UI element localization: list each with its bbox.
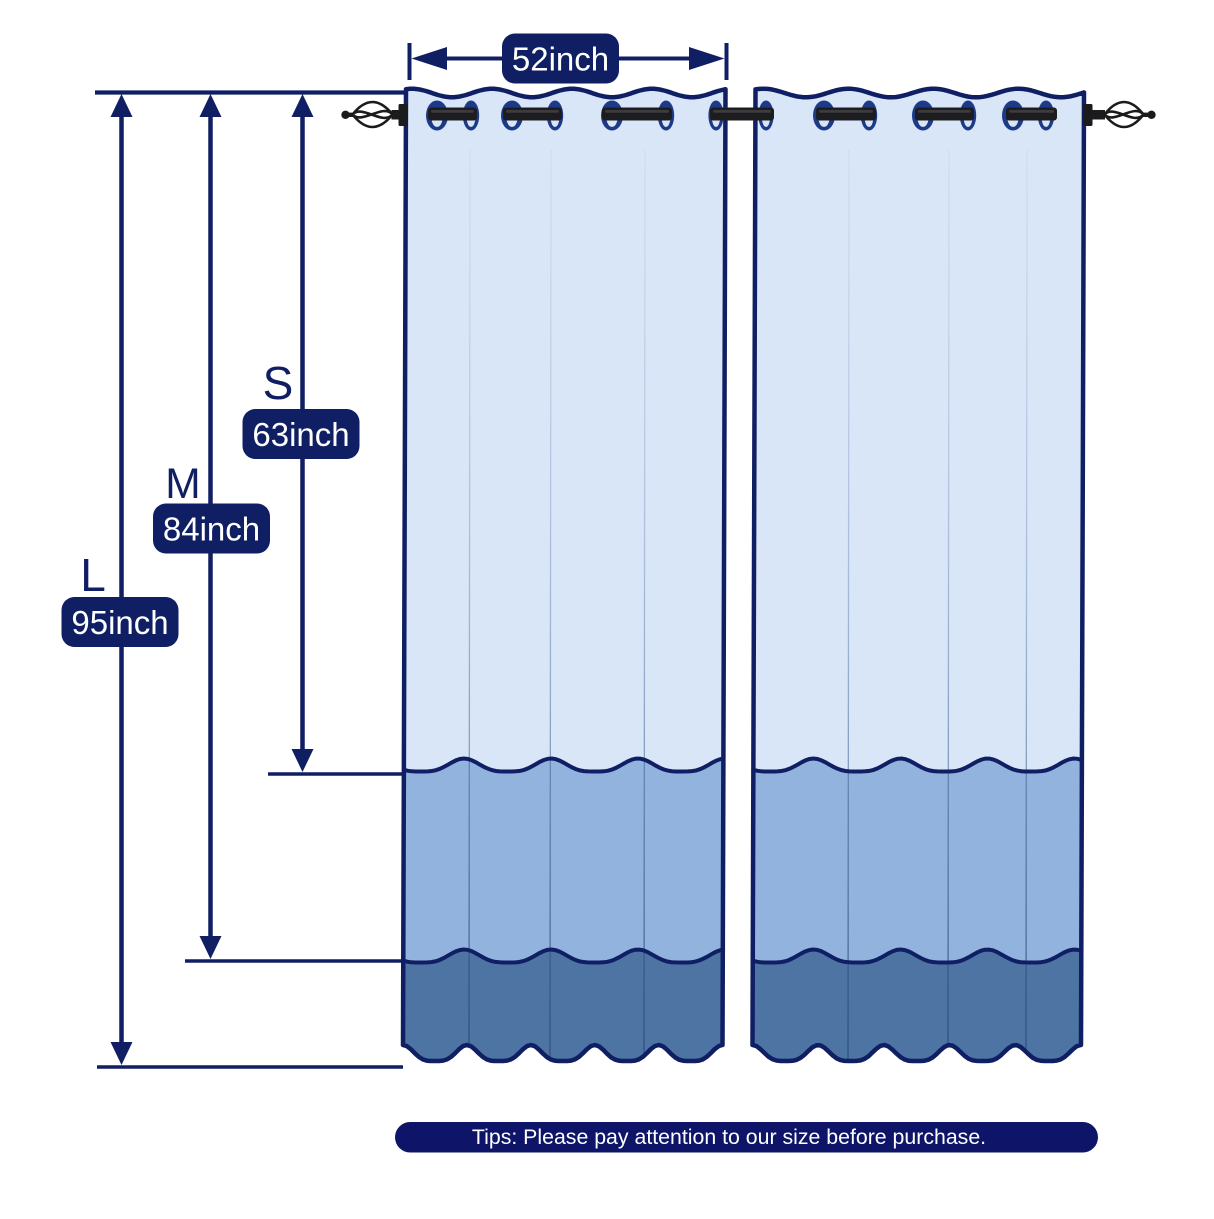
svg-text:L: L (80, 549, 106, 601)
svg-text:95inch: 95inch (71, 604, 168, 641)
svg-text:M: M (165, 461, 200, 508)
svg-text:Tips: Please pay attention to: Tips: Please pay attention to our size b… (472, 1125, 986, 1149)
svg-text:S: S (263, 357, 294, 409)
svg-text:84inch: 84inch (163, 511, 260, 548)
svg-text:52inch: 52inch (512, 41, 609, 78)
svg-text:63inch: 63inch (252, 416, 349, 453)
